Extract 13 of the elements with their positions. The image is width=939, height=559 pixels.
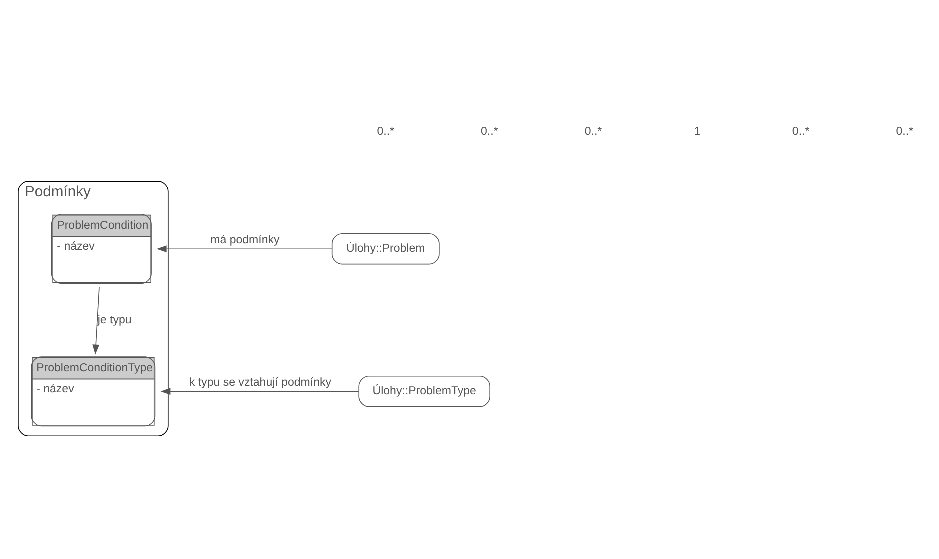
edge-label: má podmínky <box>210 234 280 246</box>
label: 0..* <box>481 126 498 138</box>
arrow <box>160 388 360 395</box>
node-box: Úlohy::Problem <box>332 232 440 264</box>
edge-label: k typu se vztahují podmínky <box>189 376 332 389</box>
label: 0..* <box>377 126 395 138</box>
label: 0..* <box>792 126 810 138</box>
label: 1 <box>694 126 700 138</box>
arrow <box>92 286 100 354</box>
node-box: Úlohy::ProblemType <box>358 375 490 407</box>
arrow <box>156 245 333 252</box>
label: 0..* <box>896 126 914 138</box>
label: 0..* <box>584 126 602 138</box>
